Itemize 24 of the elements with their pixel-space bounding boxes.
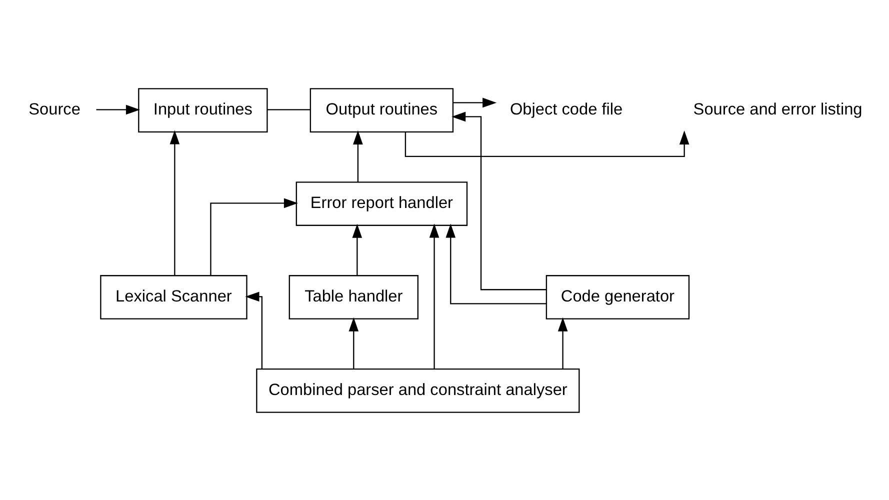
arrow bbox=[353, 130, 363, 182]
node-box: Lexical Scanner bbox=[100, 274, 248, 319]
node-box: Code generator bbox=[546, 274, 690, 319]
node-box: Output routines bbox=[310, 88, 454, 132]
node-text: Object code file bbox=[510, 100, 623, 118]
node-text: Source and error listing bbox=[693, 100, 862, 118]
arrow bbox=[210, 198, 298, 275]
arrow bbox=[96, 104, 140, 114]
node-box: Error report handler bbox=[296, 181, 468, 226]
arrow bbox=[170, 130, 180, 275]
arrow bbox=[245, 291, 263, 368]
arrow bbox=[453, 97, 497, 108]
node-box: Input routines bbox=[138, 88, 268, 132]
arrow bbox=[404, 130, 690, 157]
arrow bbox=[452, 111, 546, 290]
connector bbox=[267, 108, 310, 110]
node-box: Combined parser and constraint analyser bbox=[256, 368, 580, 412]
arrow bbox=[429, 223, 440, 368]
node-box: Table handler bbox=[288, 274, 418, 319]
arrow bbox=[348, 316, 359, 369]
arrow bbox=[352, 223, 362, 276]
node-text: Source bbox=[28, 100, 80, 118]
arrow bbox=[446, 223, 546, 304]
arrow bbox=[558, 316, 568, 369]
